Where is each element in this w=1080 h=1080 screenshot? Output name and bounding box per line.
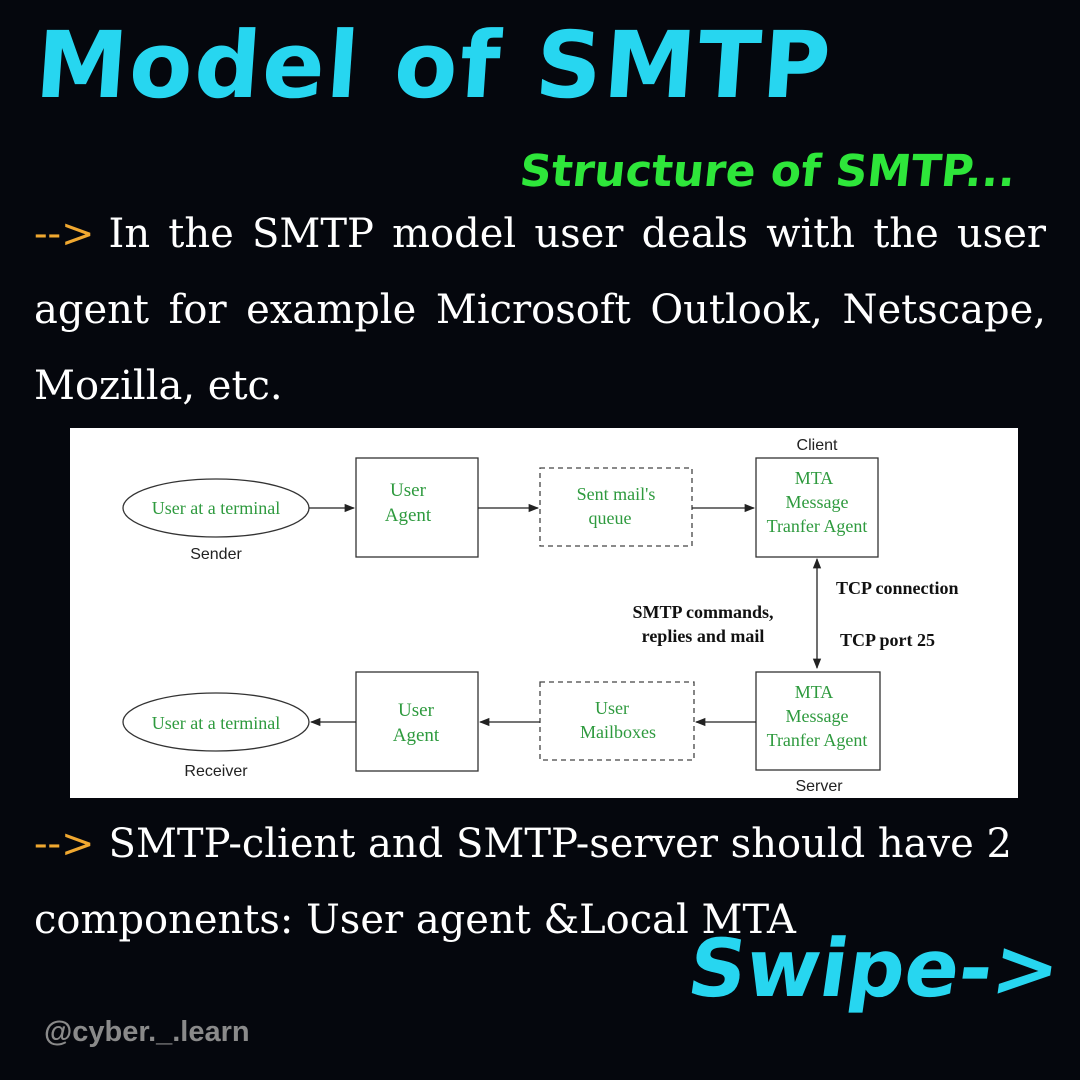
- mta-client-line3: Tranfer Agent: [767, 516, 868, 536]
- smtp-commands-line2: replies and mail: [642, 626, 765, 646]
- mta-client-line1: MTA: [795, 468, 834, 488]
- receiver-caption: Receiver: [184, 763, 248, 780]
- tcp-port-label: TCP port 25: [840, 630, 935, 650]
- client-label: Client: [797, 437, 838, 454]
- queue-line1: Sent mail's: [577, 484, 656, 504]
- user-agent-client-line2: Agent: [385, 505, 432, 526]
- intro-paragraph: -->In the SMTP model user deals with the…: [34, 196, 1046, 424]
- receiver-terminal-label: User at a terminal: [152, 713, 280, 733]
- mailboxes-line2: Mailboxes: [580, 722, 656, 742]
- mta-client-box: [755, 457, 879, 558]
- sender-terminal-label: User at a terminal: [152, 498, 280, 518]
- components-text: SMTP-client and SMTP-server should have …: [34, 821, 1012, 943]
- mta-server-line3: Tranfer Agent: [767, 730, 868, 750]
- intro-text: In the SMTP model user deals with the us…: [34, 211, 1046, 409]
- page-title: Model of SMTP: [32, 12, 836, 119]
- author-handle: @cyber._.learn: [44, 1016, 250, 1048]
- sent-mail-queue-box: [539, 467, 693, 547]
- server-label: Server: [795, 778, 843, 795]
- sender-caption: Sender: [190, 546, 242, 563]
- user-agent-server-line1: User: [398, 700, 435, 721]
- tcp-connection-label: TCP connection: [836, 578, 959, 598]
- mta-server-line2: Message: [786, 706, 849, 726]
- user-agent-client-line1: User: [390, 480, 427, 501]
- smtp-commands-line1: SMTP commands,: [632, 602, 773, 622]
- queue-line2: queue: [589, 508, 632, 528]
- mailboxes-line1: User: [595, 698, 629, 718]
- user-mailboxes-box: [539, 681, 695, 761]
- user-agent-client-box: [355, 457, 479, 558]
- user-agent-server-line2: Agent: [393, 725, 440, 746]
- user-agent-server-box: [355, 671, 479, 772]
- arrow-bullet: -->: [34, 211, 95, 257]
- mta-server-box: [755, 671, 881, 771]
- mta-client-line2: Message: [786, 492, 849, 512]
- swipe-prompt: Swipe->: [682, 922, 1067, 1015]
- components-paragraph: -->SMTP-client and SMTP-server should ha…: [34, 806, 1046, 958]
- arrow-bullet: -->: [34, 821, 95, 867]
- mta-server-line1: MTA: [795, 682, 834, 702]
- page-subtitle: Structure of SMTP...: [517, 146, 1019, 197]
- smtp-model-diagram: Client Server User at a terminal Sender …: [70, 428, 1018, 798]
- receiver-terminal-node: [122, 692, 310, 752]
